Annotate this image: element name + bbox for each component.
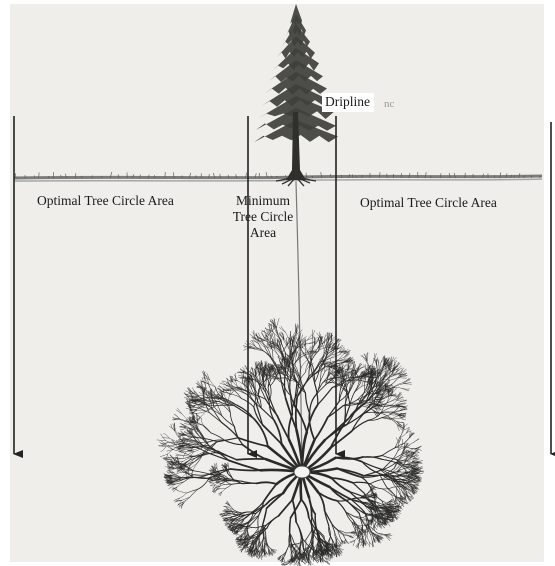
label-dripline: Dripline	[322, 93, 374, 112]
label-minimum-tree-circle: Minimum Tree Circle Area	[228, 193, 298, 241]
label-optimal-tree-circle-right: Optimal Tree Circle Area	[360, 195, 497, 211]
root-crown	[294, 466, 310, 478]
ghost-text-fragment: nc	[384, 96, 394, 112]
label-optimal-tree-circle-left: Optimal Tree Circle Area	[37, 193, 174, 209]
ground-line	[14, 172, 542, 181]
